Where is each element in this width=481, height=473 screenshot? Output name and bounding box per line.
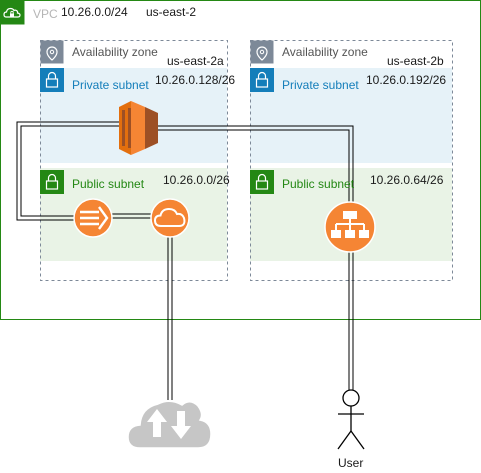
vpc-cidr: 10.26.0.0/24 (61, 5, 128, 19)
ec2-instance-icon (119, 101, 158, 155)
padlock-icon (250, 170, 274, 194)
internet-cloud-icon (127, 400, 212, 449)
private-subnet-label-b: Private subnet (282, 78, 359, 92)
public-subnet-label-b: Public subnet (282, 177, 355, 191)
az-label-a: Availability zone (72, 45, 158, 59)
location-pin-icon (40, 40, 64, 64)
az-label-b: Availability zone (282, 45, 368, 59)
load-balancer-icon (324, 201, 376, 253)
private-subnet-cidr-a: 10.26.0.128/26 (155, 73, 236, 87)
connection-ec2-to-nat (16, 121, 133, 221)
vpc-label: VPC (33, 7, 58, 21)
public-subnet-cidr-a: 10.26.0.0/26 (163, 173, 230, 187)
connection-ec2-to-elb (133, 125, 354, 390)
padlock-icon (40, 170, 64, 194)
private-subnet-b (250, 68, 452, 163)
availability-zone-a (40, 40, 228, 281)
vpc-cloud-lock-icon (0, 0, 25, 25)
vpc-region: us-east-2 (146, 5, 197, 19)
internet-gateway-icon (150, 198, 190, 238)
padlock-icon (250, 68, 274, 92)
private-subnet-cidr-b: 10.26.0.192/26 (366, 73, 447, 87)
private-subnet-label-a: Private subnet (72, 78, 149, 92)
public-subnet-label-a: Public subnet (72, 177, 145, 191)
padlock-icon (40, 68, 64, 92)
nat-gateway-icon (73, 198, 113, 238)
user-label: User (338, 456, 364, 470)
connection-igw-to-internet (167, 218, 173, 400)
public-subnet-cidr-b: 10.26.0.64/26 (370, 173, 444, 187)
user-stick-figure-icon (337, 389, 365, 450)
location-pin-icon (250, 40, 274, 64)
az-name-a: us-east-2a (167, 54, 224, 68)
availability-zone-b (250, 40, 453, 281)
az-name-b: us-east-2b (387, 54, 444, 68)
